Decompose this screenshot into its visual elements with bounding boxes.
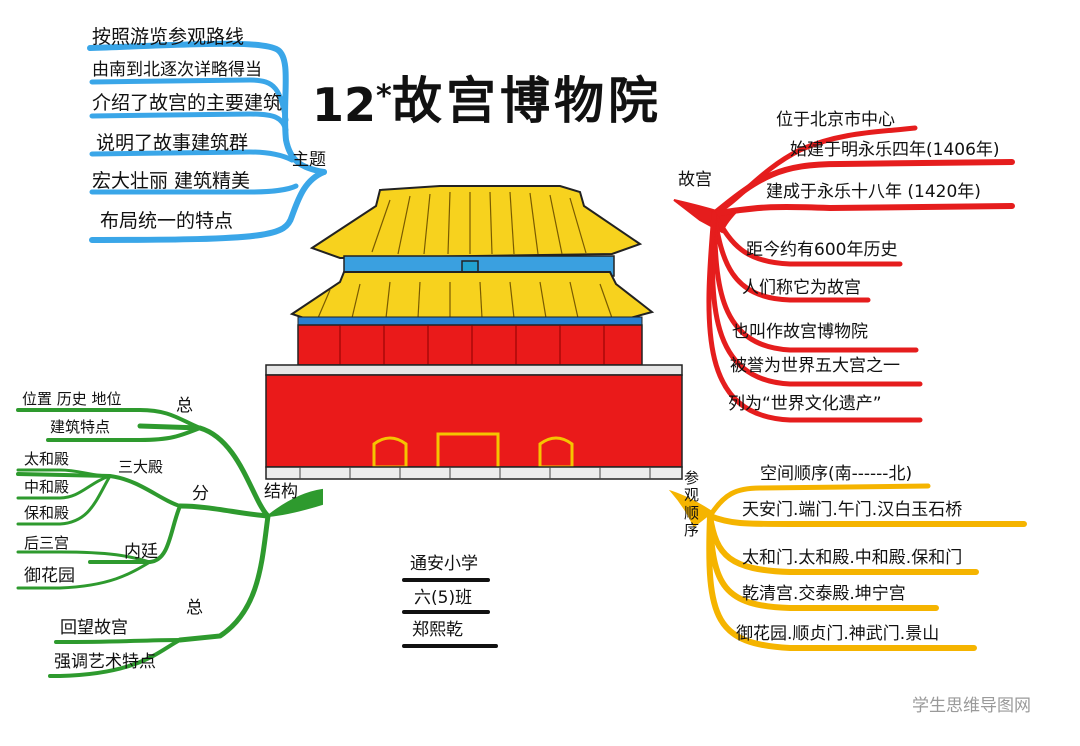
zong-label-2: 总	[186, 598, 203, 618]
visit-item-2: 天安门.端门.午门.汉白玉石桥	[742, 500, 963, 520]
zong1-item-1: 位置 历史 地位	[22, 390, 122, 408]
watermark-text: 学生思维导图网	[912, 696, 1031, 716]
gugong-item-3: 建成于永乐十八年 (1420年)	[766, 182, 981, 202]
palace-illustration	[265, 185, 683, 480]
topic-item-3: 介绍了故宫的主要建筑	[92, 92, 283, 114]
visit-item-1: 空间顺序(南------北)	[760, 464, 913, 484]
topic-item-2: 由南到北逐次详略得当	[92, 60, 262, 80]
zong2-item-2: 强调艺术特点	[54, 652, 156, 672]
visit-item-5: 御花园.顺贞门.神武门.景山	[736, 624, 940, 644]
inner-item-1: 后三宫	[24, 534, 70, 552]
gugong-item-7: 被誉为世界五大宫之一	[730, 356, 900, 376]
zong-label-1: 总	[176, 396, 193, 416]
visit-branch-lines	[668, 483, 1027, 651]
gugong-item-6: 也叫作故宫博物院	[732, 322, 868, 342]
hall-item-3: 保和殿	[24, 504, 70, 522]
gugong-branch-lines	[673, 125, 1015, 423]
topic-item-6: 布局统一的特点	[100, 210, 234, 232]
signature-underlines	[402, 578, 498, 648]
lesson-number-value: 12	[312, 78, 377, 132]
hall-item-2: 中和殿	[24, 478, 70, 496]
structure-branch-label: 结构	[264, 482, 298, 502]
signature-class: 六(5)班	[414, 588, 473, 608]
gugong-item-1: 位于北京市中心	[776, 110, 895, 130]
lesson-number: 12*	[312, 79, 392, 129]
topic-item-4: 说明了故事建筑群	[96, 132, 249, 154]
fen-label: 分	[192, 484, 209, 504]
signature-name: 郑熙乾	[412, 620, 463, 640]
gugong-item-2: 始建于明永乐四年(1406年)	[790, 140, 1000, 160]
hall-item-1: 太和殿	[24, 450, 70, 468]
page-title: 故宫博物院	[392, 72, 662, 130]
gugong-item-5: 人们称它为故宫	[742, 278, 861, 298]
zong2-item-1: 回望故宫	[60, 618, 128, 638]
topic-branch-label: 主题	[292, 150, 326, 170]
gugong-item-4: 距今约有600年历史	[746, 240, 898, 260]
structure-branch-lines	[16, 408, 323, 678]
inner-item-2: 御花园	[24, 566, 75, 586]
lesson-mark: *	[376, 79, 392, 114]
topic-branch-lines	[87, 40, 327, 243]
visit-item-4: 乾清宫.交泰殿.坤宁宫	[742, 584, 906, 604]
gugong-item-8: 列为“世界文化遗产”	[728, 394, 882, 414]
signature-school: 通安小学	[410, 554, 478, 574]
inner-court-label: 内廷	[124, 542, 158, 562]
zong1-item-2: 建筑特点	[50, 418, 111, 436]
gugong-branch-label: 故宫	[678, 170, 712, 190]
three-halls-label: 三大殿	[118, 458, 164, 476]
visit-item-3: 太和门.太和殿.中和殿.保和门	[742, 548, 963, 568]
topic-item-1: 按照游览参观路线	[92, 26, 245, 48]
visit-branch-label: 参观顺序	[684, 469, 700, 539]
topic-item-5: 宏大壮丽 建筑精美	[92, 170, 251, 192]
